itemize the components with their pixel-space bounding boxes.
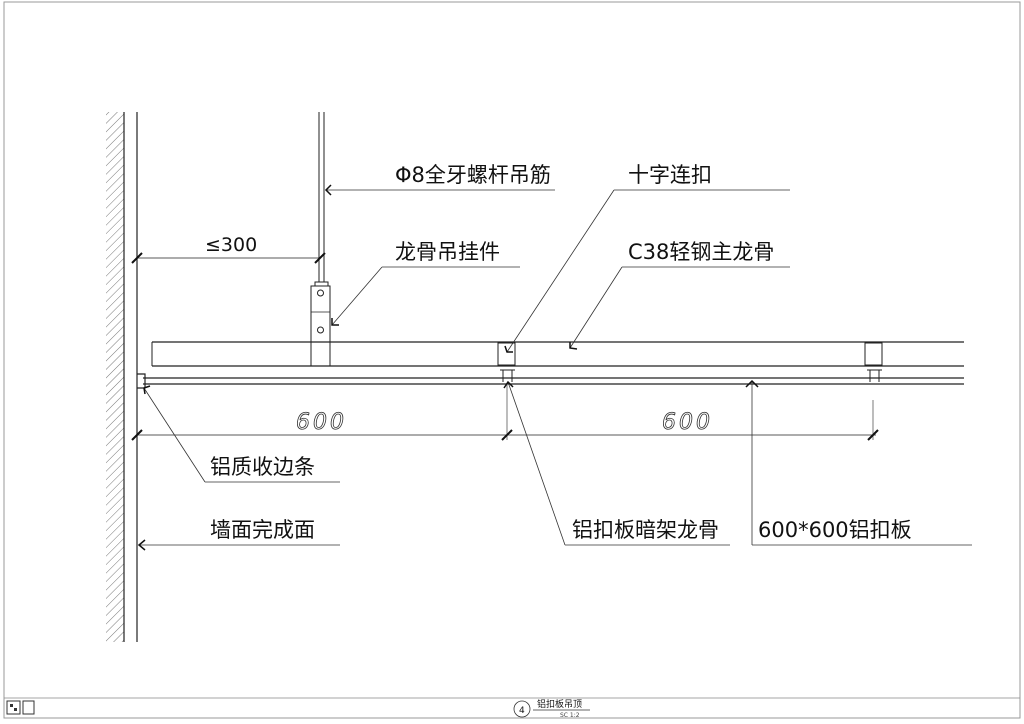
label-cross-clip: 十字连扣 xyxy=(628,163,712,187)
aluminum-edge-strip xyxy=(137,374,145,388)
label-main-keel: C38轻钢主龙骨 xyxy=(628,240,774,264)
label-panel: 600*600铝扣板 xyxy=(758,518,912,542)
label-threaded-rod: Φ8全牙螺杆吊筋 xyxy=(395,163,551,187)
detail-scale: SC 1:2 xyxy=(560,712,580,719)
dim-span-1-text: 600 xyxy=(296,410,347,435)
c38-main-keel xyxy=(152,342,964,366)
dim-offset xyxy=(132,253,325,263)
cross-clip-1 xyxy=(498,343,515,382)
logo-mark xyxy=(23,701,34,714)
label-hidden-keel: 铝扣板暗架龙骨 xyxy=(572,518,719,542)
dim-offset-text: ≤300 xyxy=(205,234,257,256)
threaded-rod xyxy=(315,112,328,290)
aluminum-panel xyxy=(143,378,964,384)
detail-number-circle xyxy=(514,701,530,717)
leader-cross-clip xyxy=(505,190,790,352)
leader-hanger xyxy=(332,267,520,325)
title-block: 4 铝扣板吊顶 SC 1:2 xyxy=(4,698,1020,719)
wall-hatch xyxy=(106,112,124,642)
dim-spans xyxy=(132,385,878,440)
leader-panel xyxy=(746,381,972,545)
leader-rod xyxy=(326,185,555,195)
label-wall-finish: 墙面完成面 xyxy=(210,518,315,542)
detail-title: 铝扣板吊顶 xyxy=(537,698,582,710)
leader-main-keel xyxy=(570,267,790,349)
qr-code xyxy=(7,701,20,714)
keel-hanger xyxy=(311,286,330,366)
sheet-border xyxy=(4,2,1020,718)
wall xyxy=(106,112,137,642)
label-keel-hanger: 龙骨吊挂件 xyxy=(395,240,500,264)
leader-hidden-keel xyxy=(504,382,730,545)
detail-number: 4 xyxy=(519,706,525,716)
cross-clip-2 xyxy=(865,343,882,382)
leader-edge-strip xyxy=(144,386,340,482)
leader-wall-finish xyxy=(139,540,340,550)
label-edge-strip: 铝质收边条 xyxy=(210,455,315,479)
dim-span-2-text: 600 xyxy=(662,410,713,435)
